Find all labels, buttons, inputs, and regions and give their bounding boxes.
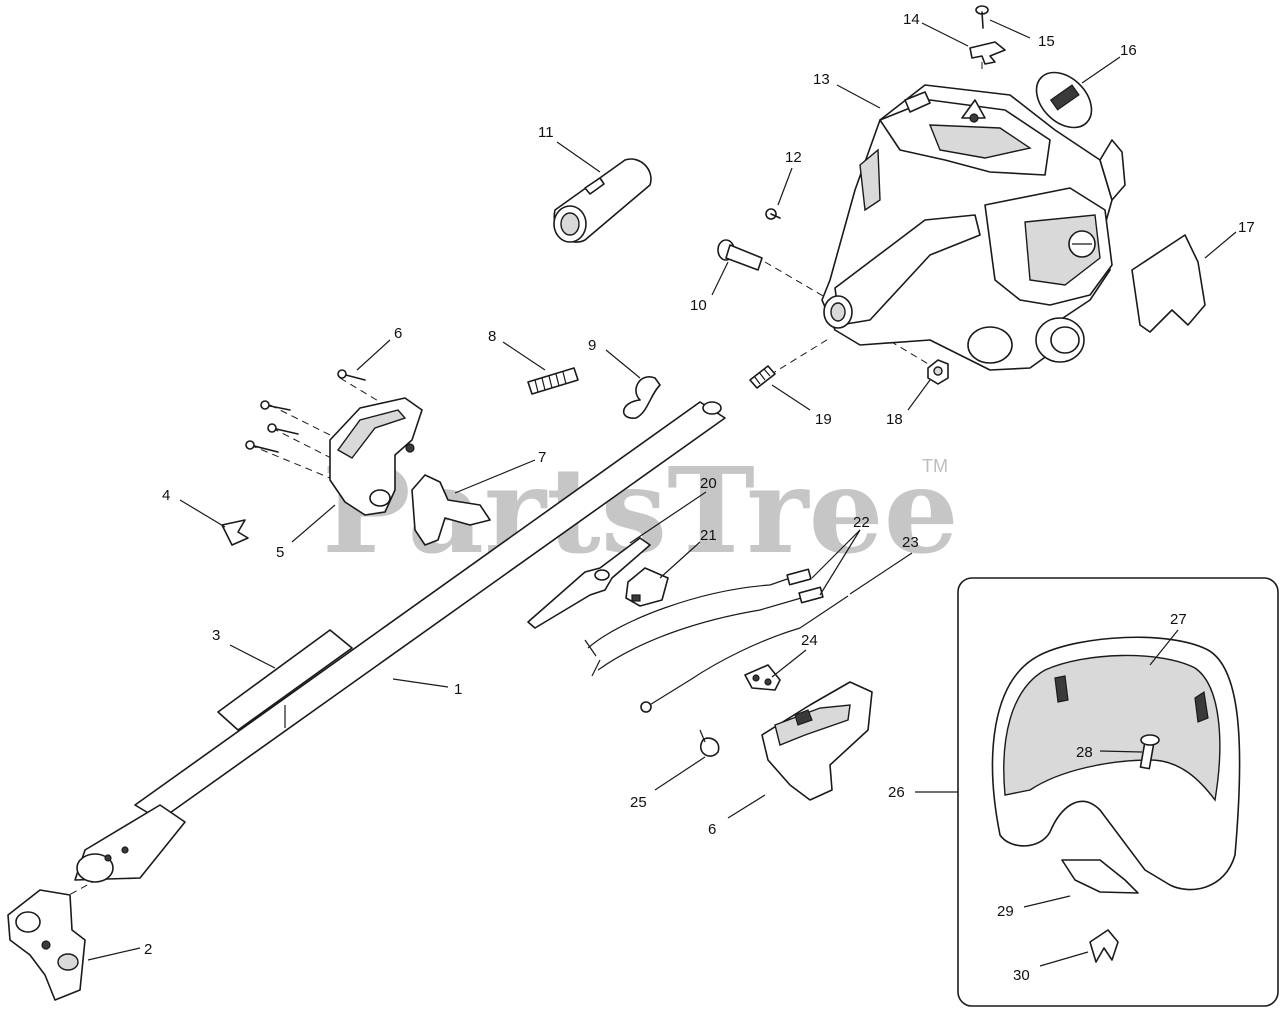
part-9-wire-clip — [622, 376, 661, 419]
callout-labels: 1 2 3 4 5 6 6 7 8 9 10 11 12 13 14 15 16… — [144, 11, 1255, 984]
callout-4: 4 — [162, 487, 170, 504]
part-23-cable — [640, 595, 849, 713]
part-14-bracket — [969, 41, 1006, 65]
callout-3: 3 — [212, 627, 220, 644]
part-15-screw — [975, 5, 989, 29]
part-24-plate — [744, 664, 781, 691]
watermark-trademark: TM — [922, 456, 948, 476]
part-20-throttle-lever — [527, 537, 651, 629]
part-25-spring — [699, 729, 720, 757]
callout-19: 19 — [815, 411, 832, 428]
callout-2: 2 — [144, 941, 152, 958]
callout-29: 29 — [997, 903, 1014, 920]
part-21-switch — [625, 567, 669, 607]
callout-13: 13 — [813, 71, 830, 88]
callout-23: 23 — [902, 534, 919, 551]
part-11-grip — [553, 158, 652, 243]
part-1-shaft-tube — [74, 401, 726, 883]
part-7-trigger — [411, 474, 491, 546]
part-6-rear-housing — [761, 681, 873, 801]
callout-8: 8 — [488, 328, 496, 345]
part-3-decal — [217, 629, 353, 731]
part-13-engine — [821, 84, 1126, 371]
part-10-screw — [717, 239, 763, 271]
callout-12: 12 — [785, 149, 802, 166]
part-12-screw — [765, 208, 781, 220]
callout-16: 16 — [1120, 42, 1137, 59]
part-19-spring — [749, 365, 776, 389]
callout-17: 17 — [1238, 219, 1255, 236]
part-2-coupler — [7, 889, 86, 1001]
part-17-shield — [1131, 234, 1206, 333]
part-5-handle-housing — [329, 397, 423, 516]
callout-25: 25 — [630, 794, 647, 811]
callout-21: 21 — [700, 527, 717, 544]
callout-10: 10 — [690, 297, 707, 314]
callout-26: 26 — [888, 784, 905, 801]
callout-28: 28 — [1076, 744, 1093, 761]
part-16-label — [1035, 71, 1093, 129]
part-18-nut — [927, 359, 949, 385]
callout-20: 20 — [700, 475, 717, 492]
callout-24: 24 — [801, 632, 818, 649]
callout-6-upper: 6 — [394, 325, 402, 342]
callout-6-lower: 6 — [708, 821, 716, 838]
callout-11: 11 — [538, 124, 554, 141]
callout-1: 1 — [454, 681, 462, 698]
inset-guard-kit — [957, 577, 1279, 1007]
part-4-clip — [221, 519, 249, 546]
part-8-spring — [527, 367, 579, 395]
callout-27: 27 — [1170, 611, 1187, 628]
callout-leaders — [87, 19, 1237, 967]
callout-14: 14 — [903, 11, 920, 28]
callout-9: 9 — [588, 337, 596, 354]
callout-30: 30 — [1013, 967, 1030, 984]
callout-5: 5 — [276, 544, 284, 561]
callout-22: 22 — [853, 514, 870, 531]
callout-7: 7 — [538, 449, 546, 466]
part-6-screws — [245, 369, 366, 453]
callout-18: 18 — [886, 411, 903, 428]
part-22-wire-harness — [584, 568, 824, 677]
callout-15: 15 — [1038, 33, 1055, 50]
